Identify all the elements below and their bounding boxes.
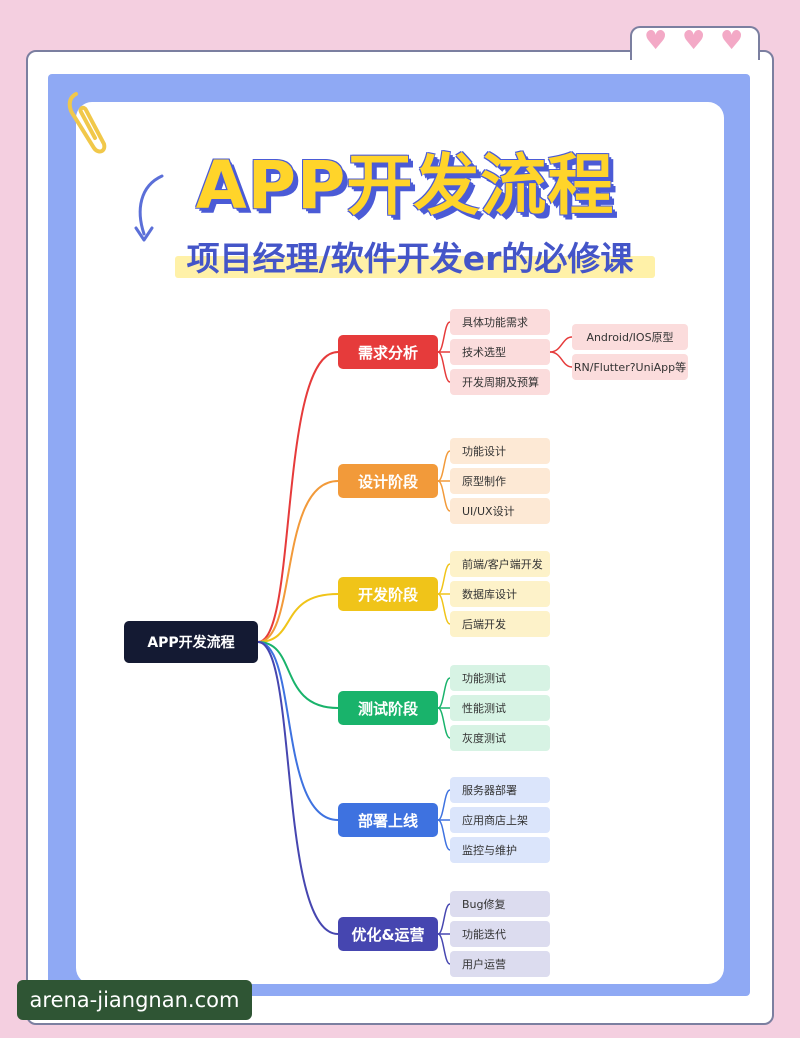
connector-line: [437, 593, 451, 625]
connector-line: [437, 789, 451, 821]
connector-line: [549, 336, 573, 353]
leaf-node: 功能迭代: [450, 921, 550, 947]
leaf-node: 原型制作: [450, 468, 550, 494]
stage-node: 设计阶段: [338, 464, 438, 498]
heart-icon: ♥: [644, 26, 668, 56]
leaf-node: 技术选型: [450, 339, 550, 365]
leaf-node: 功能测试: [450, 665, 550, 691]
heart-icon: ♥: [720, 26, 744, 56]
stage-node: 开发阶段: [338, 577, 438, 611]
stage-node: 需求分析: [338, 335, 438, 369]
connector-line: [437, 677, 451, 709]
root-node: APP开发流程: [124, 621, 258, 663]
connector-line: [437, 563, 451, 595]
subtitle-highlight: [175, 256, 655, 278]
leaf-node: 服务器部署: [450, 777, 550, 803]
connector-line: [257, 641, 339, 935]
stage-node: 测试阶段: [338, 691, 438, 725]
connector-line: [437, 321, 451, 353]
stage-node: 部署上线: [338, 803, 438, 837]
connector-line: [437, 707, 451, 739]
connector-line: [257, 593, 339, 643]
watermark: arena-jiangnan.com: [17, 980, 252, 1020]
connector-line: [437, 819, 451, 851]
leaf-node: 用户运营: [450, 951, 550, 977]
connector-line: [437, 450, 451, 482]
connector-line: [257, 480, 339, 643]
leaf-node: 前端/客户端开发: [450, 551, 550, 577]
connector-line: [437, 933, 451, 965]
connector-line: [437, 480, 451, 512]
page-title: APP开发流程: [195, 147, 615, 224]
leaf-node: 数据库设计: [450, 581, 550, 607]
curved-arrow-icon: [134, 174, 164, 242]
connector-line: [437, 903, 451, 935]
page-subtitle: 项目经理/软件开发er的必修课: [186, 239, 634, 278]
connector-line: [549, 351, 573, 368]
leaf-node: Bug修复: [450, 891, 550, 917]
leaf-node: 应用商店上架: [450, 807, 550, 833]
connector-line: [257, 641, 339, 709]
leaf-node: UI/UX设计: [450, 498, 550, 524]
content-card: [76, 102, 724, 984]
sub-leaf-node: RN/Flutter?UniApp等: [572, 354, 688, 380]
heart-icon: ♥: [682, 26, 706, 56]
connector-line: [257, 641, 339, 821]
frame-tab: [630, 26, 760, 60]
stage-node: 优化&运营: [338, 917, 438, 951]
connector-line: [257, 351, 339, 643]
paperclip-icon: [67, 92, 107, 154]
connector-line: [437, 351, 451, 383]
leaf-node: 后端开发: [450, 611, 550, 637]
leaf-node: 开发周期及预算: [450, 369, 550, 395]
leaf-node: 性能测试: [450, 695, 550, 721]
leaf-node: 监控与维护: [450, 837, 550, 863]
sub-leaf-node: Android/IOS原型: [572, 324, 688, 350]
leaf-node: 功能设计: [450, 438, 550, 464]
leaf-node: 具体功能需求: [450, 309, 550, 335]
leaf-node: 灰度测试: [450, 725, 550, 751]
